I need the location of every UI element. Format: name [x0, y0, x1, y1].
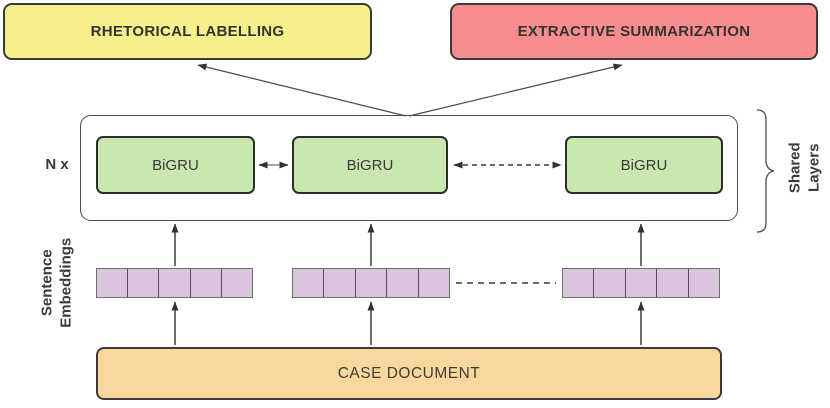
case-document-label: CASE DOCUMENT [337, 364, 481, 382]
embedding-strip [292, 268, 450, 298]
embedding-cell [97, 269, 128, 297]
bigru-label: BiGRU [152, 156, 199, 174]
rhetorical-labelling-node: RHETORICAL LABELLING [3, 3, 372, 60]
embedding-cell [220, 269, 253, 297]
embedding-strip [96, 268, 253, 298]
bigru-label: BiGRU [346, 156, 394, 174]
embedding-strip [562, 268, 720, 298]
embedding-cell [656, 269, 688, 297]
embedding-cell [687, 269, 720, 297]
bigru-node: BiGRU [565, 136, 723, 194]
repeat-count-label: N x [45, 155, 69, 173]
embedding-cell [293, 269, 324, 297]
bigru-node: BiGRU [96, 136, 255, 194]
embedding-cell [189, 269, 221, 297]
arrow-shared-to-rhetorical [197, 63, 407, 117]
extractive-summarization-label: EXTRACTIVE SUMMARIZATION [517, 23, 751, 40]
shared-layers-label: Shared Layers [786, 142, 823, 194]
embedding-cell [563, 269, 594, 297]
embedding-cell [127, 269, 159, 297]
bigru-node: BiGRU [292, 136, 448, 194]
embedding-cell [593, 269, 625, 297]
embedding-cell [624, 269, 657, 297]
case-document-node: CASE DOCUMENT [96, 347, 722, 400]
arrow-shared-to-extractive [408, 63, 623, 117]
embedding-cell [158, 269, 190, 297]
extractive-summarization-node: EXTRACTIVE SUMMARIZATION [450, 3, 818, 60]
embedding-cell [323, 269, 355, 297]
sentence-embeddings-label: Sentence Embeddings [38, 237, 75, 329]
rhetorical-labelling-label: RHETORICAL LABELLING [90, 23, 285, 40]
embedding-cell [417, 269, 450, 297]
bigru-label: BiGRU [620, 156, 668, 174]
embedding-cell [386, 269, 418, 297]
curly-brace-icon [756, 109, 775, 233]
embedding-cell [354, 269, 387, 297]
